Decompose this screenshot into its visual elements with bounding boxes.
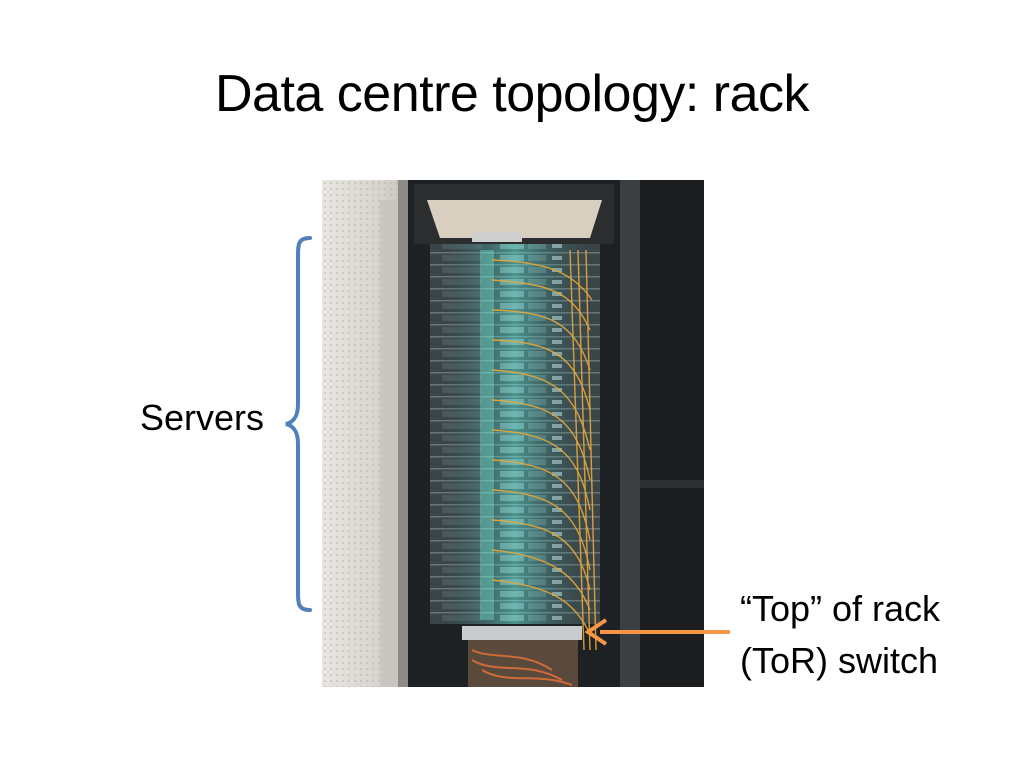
server-rack-photo [322, 180, 704, 687]
slide-title: Data centre topology: rack [215, 65, 810, 123]
tor-arrow [580, 614, 732, 650]
tor-switch-label: “Top” of rack (ToR) switch [740, 583, 940, 687]
servers-label: Servers [140, 397, 265, 438]
tor-label-line1: “Top” of rack [740, 588, 941, 629]
tor-label-line2: (ToR) switch [740, 640, 939, 681]
servers-brace [280, 236, 316, 612]
